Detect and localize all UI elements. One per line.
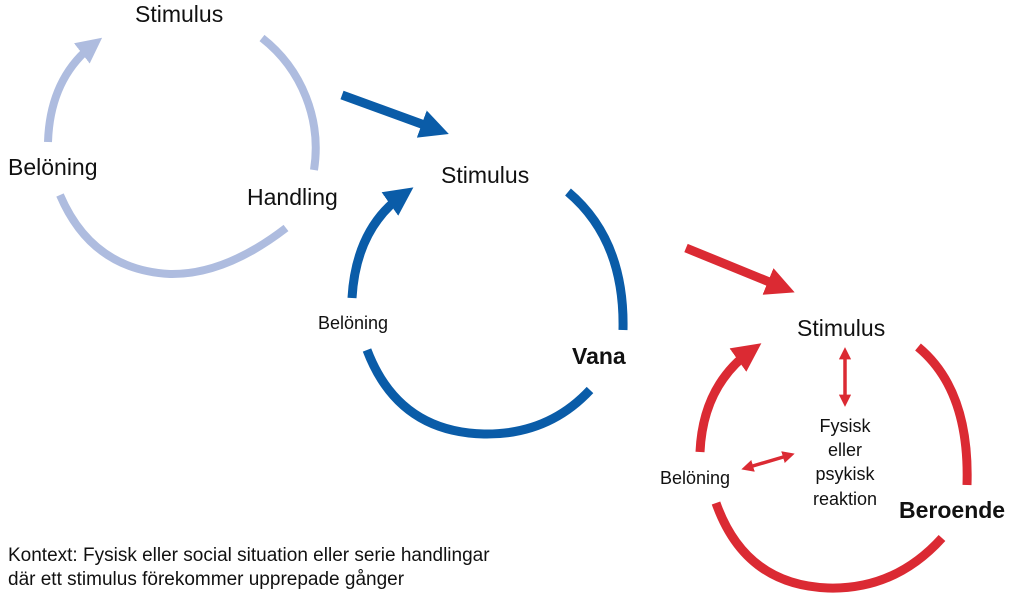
reaction-line-3: psykisk	[815, 464, 875, 484]
stage3-stimulus-label: Stimulus	[797, 315, 885, 341]
transition-arrow-2	[684, 243, 795, 295]
stage1-action-label: Handling	[247, 184, 338, 210]
stage3-belonging-label: Belöning	[660, 468, 730, 488]
stage3-loop: Stimulus Belöning Beroende Fysisk eller …	[660, 315, 1005, 593]
stage1-belonging-label: Belöning	[8, 154, 98, 180]
stage3-title-label: Beroende	[899, 497, 1005, 523]
stage2-arc-bottom	[362, 348, 594, 439]
reaction-line-2: eller	[828, 440, 862, 460]
stage3-arc-left-arrow	[695, 343, 762, 453]
context-line-2: där ett stimulus förekommer upprepade gå…	[8, 569, 405, 590]
stage2-arc-left-arrow	[347, 187, 414, 299]
stage2-belonging-label: Belöning	[318, 313, 388, 333]
stage3-arc-bottom	[711, 501, 946, 593]
stage2-title-label: Vana	[572, 343, 626, 369]
belonging-reaction-double-arrow	[741, 451, 795, 472]
stage3-arc-right	[915, 343, 972, 486]
stage1-arc-left-arrow	[44, 37, 103, 143]
stage1-stimulus-label: Stimulus	[135, 1, 223, 27]
stage1-arc-right	[259, 34, 320, 171]
stage2-loop: Stimulus Belöning Vana	[318, 162, 628, 439]
reaction-line-4: reaktion	[813, 489, 877, 509]
stage1-arc-bottom	[56, 193, 289, 279]
stage1-loop: Stimulus Belöning Handling	[8, 1, 338, 279]
stage2-arc-right	[565, 188, 628, 331]
context-line-1: Kontext: Fysisk eller social situation e…	[8, 545, 490, 566]
transition-arrow-1	[340, 90, 449, 138]
reaction-line-1: Fysisk	[820, 416, 872, 436]
stage2-stimulus-label: Stimulus	[441, 162, 529, 188]
